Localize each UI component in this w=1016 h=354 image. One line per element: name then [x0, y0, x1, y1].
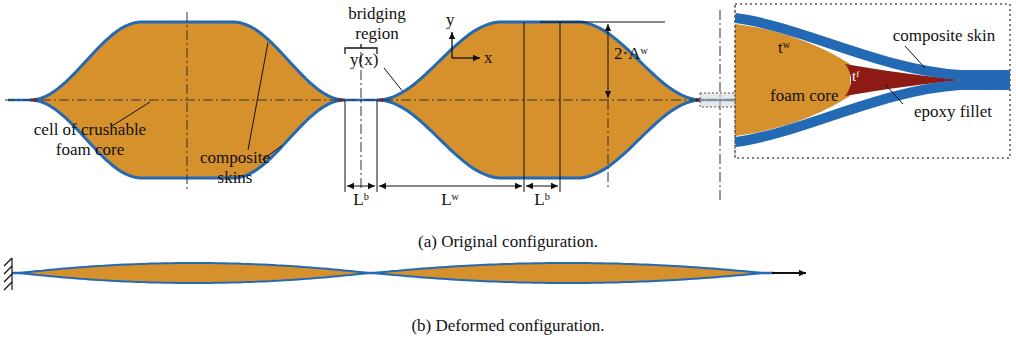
- axis-label: y: [446, 10, 466, 30]
- dimension-label: Lᵇ: [526, 190, 558, 210]
- part-label: foam core: [770, 86, 860, 106]
- caption: (a) Original configuration.: [0, 232, 1016, 252]
- part-label: epoxy fillet: [900, 102, 1006, 122]
- foam-cell-deformed: [374, 263, 762, 283]
- zoom-ray: [735, 107, 736, 158]
- symmetry-axis: [608, 100, 609, 190]
- skin-upper: [735, 18, 1010, 75]
- caption: (b) Deformed configuration.: [0, 316, 1016, 336]
- leader-line: [248, 42, 268, 150]
- zoom-source: [700, 93, 735, 107]
- skin-lower: [735, 85, 1010, 142]
- zoom-ray: [735, 4, 736, 93]
- part-label: composite skin: [880, 26, 1008, 46]
- region-label: bridging region: [332, 4, 422, 43]
- leader-lines: [112, 42, 925, 160]
- part-label: composite skins: [185, 148, 285, 187]
- symmetry-axis: [361, 52, 362, 190]
- dimension-label: tʷ: [778, 38, 808, 58]
- leader-line: [384, 68, 402, 91]
- symmetry-axis: [187, 12, 188, 190]
- dimension-label: Lʷ: [430, 190, 470, 210]
- load-arrow: [772, 272, 806, 274]
- zoom-detail: [735, 18, 1010, 142]
- part-label: cell of crushable foam core: [20, 120, 160, 159]
- axis-label: x: [484, 48, 504, 68]
- y-axis: [451, 32, 452, 58]
- deformed-cells: [12, 263, 774, 283]
- x-axis: [452, 57, 480, 58]
- dimension-label: Lᵇ: [346, 190, 376, 210]
- fixed-wall: [4, 258, 12, 290]
- zoom-frame: [735, 4, 1010, 158]
- function-label: y(x): [350, 50, 390, 70]
- dimension-label: 2·Aʷ: [614, 44, 684, 64]
- symmetry-axis: [5, 100, 735, 101]
- dimension-label: tᶠ: [852, 68, 878, 85]
- foam-cell-deformed: [20, 263, 368, 283]
